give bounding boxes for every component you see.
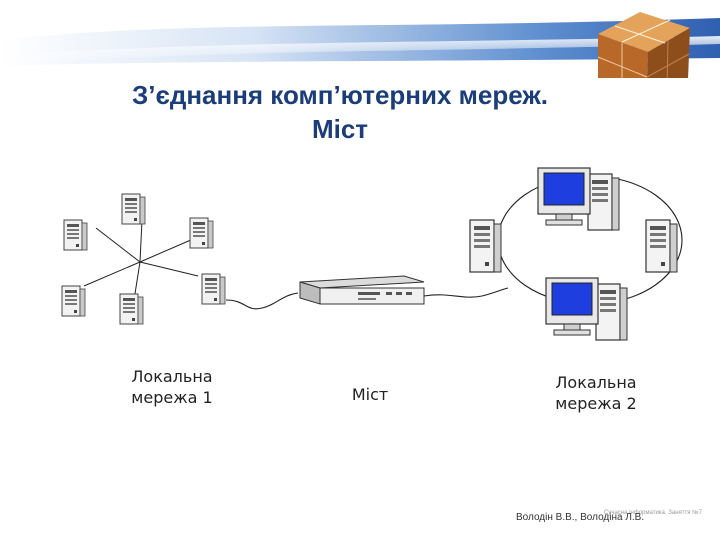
footer-authors: Володін В.В., Володіна Л.В. — [516, 512, 645, 523]
lan2-workstation-icon — [537, 167, 620, 231]
lan2-server-icon — [469, 219, 502, 273]
bridge-label: Міст — [330, 384, 410, 405]
lan1-server-icon — [61, 285, 86, 317]
bridge-label-text: Міст — [351, 385, 389, 404]
slide-title-line1: З’єднання комп’ютерних мереж. — [131, 80, 549, 110]
lan2-server-icon — [645, 219, 678, 273]
lan2-label-line1: Локальна — [555, 373, 637, 392]
cube-logo — [597, 12, 690, 78]
lan1-server-icon — [63, 219, 88, 251]
lan1-server-icon — [119, 293, 144, 325]
lan1-label-line1: Локальна — [131, 367, 213, 386]
lan2-label-line2: мережа 2 — [555, 394, 637, 413]
lan2-ring-network — [469, 167, 683, 341]
lan1-server-icon — [201, 273, 226, 305]
lan2-workstation-icon — [545, 277, 628, 341]
lan1-server-icon — [189, 217, 214, 249]
lan1-star-network — [61, 193, 226, 325]
cable-bridge-lan2 — [423, 287, 509, 298]
cable-lan1-bridge — [225, 292, 299, 310]
header-band — [0, 12, 720, 78]
lan1-label: Локальна мережа 1 — [112, 366, 232, 408]
footer-faint-text: Сучасна інформатика. Заняття №7 — [604, 510, 702, 516]
bridge-device-icon — [299, 275, 425, 305]
lan1-label-line2: мережа 1 — [131, 388, 213, 407]
lan1-server-icon — [121, 193, 146, 225]
lan2-label: Локальна мережа 2 — [536, 372, 656, 414]
network-diagram — [61, 167, 683, 341]
slide-title-line2: Міст — [311, 114, 369, 144]
slide-title: З’єднання комп’ютерних мереж. Міст — [60, 78, 620, 146]
